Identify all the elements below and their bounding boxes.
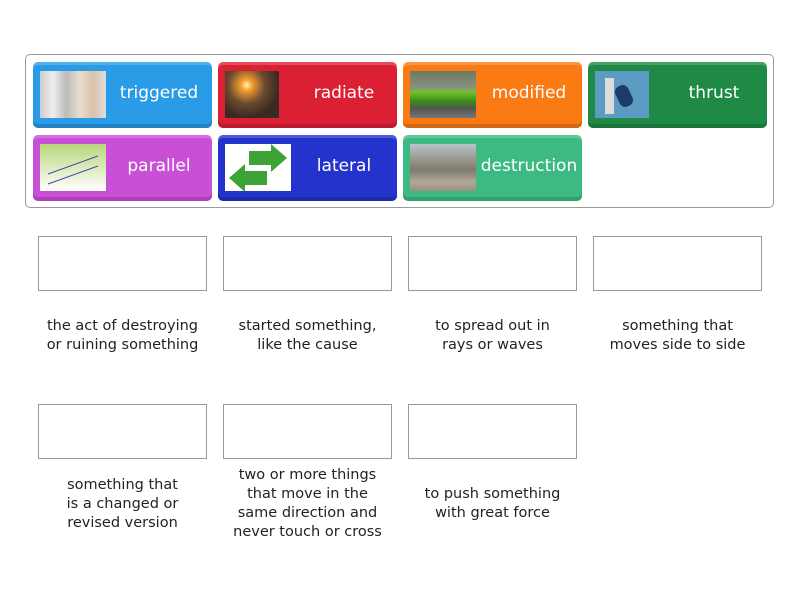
tile-label: destruction bbox=[480, 156, 578, 176]
definition-7: to push something with great force bbox=[424, 486, 561, 521]
tile-label: radiate bbox=[313, 83, 375, 103]
definition-6: two or more things that move in the same… bbox=[233, 467, 382, 540]
person-pushing-image bbox=[595, 71, 649, 118]
definition-4: something that moves side to side bbox=[609, 318, 746, 353]
drop-zone-6[interactable] bbox=[223, 404, 392, 459]
parallel-lines-image bbox=[40, 144, 106, 191]
tile-parallel[interactable]: parallel bbox=[33, 135, 212, 201]
definition-5: something that is a changed or revised v… bbox=[66, 476, 179, 531]
tile-radiate[interactable]: radiate bbox=[218, 62, 397, 128]
tile-label: triggered bbox=[119, 83, 199, 103]
tile-modified[interactable]: modified bbox=[403, 62, 582, 128]
drop-zone-2[interactable] bbox=[223, 236, 392, 291]
word-bank bbox=[25, 54, 774, 208]
drop-zone-3[interactable] bbox=[408, 236, 577, 291]
rubble-image bbox=[410, 144, 476, 191]
green-car-image bbox=[410, 71, 476, 118]
drop-zone-4[interactable] bbox=[593, 236, 762, 291]
arrows-image bbox=[225, 144, 291, 191]
tile-destruction[interactable]: destruction bbox=[403, 135, 582, 201]
definition-2: started something, like the cause bbox=[238, 318, 377, 353]
tile-label: parallel bbox=[127, 156, 191, 176]
dominoes-image bbox=[40, 71, 106, 118]
drop-zone-7[interactable] bbox=[408, 404, 577, 459]
sunset-image bbox=[225, 71, 279, 118]
drop-zone-5[interactable] bbox=[38, 404, 207, 459]
tile-label: modified bbox=[491, 83, 567, 103]
definition-1: the act of destroying or ruining somethi… bbox=[46, 318, 199, 353]
tile-triggered[interactable]: triggered bbox=[33, 62, 212, 128]
definition-3: to spread out in rays or waves bbox=[435, 318, 550, 353]
tile-label: thrust bbox=[688, 83, 740, 103]
tile-thrust[interactable]: thrust bbox=[588, 62, 767, 128]
tile-lateral[interactable]: lateral bbox=[218, 135, 397, 201]
tile-label: lateral bbox=[316, 156, 372, 176]
drop-zone-1[interactable] bbox=[38, 236, 207, 291]
